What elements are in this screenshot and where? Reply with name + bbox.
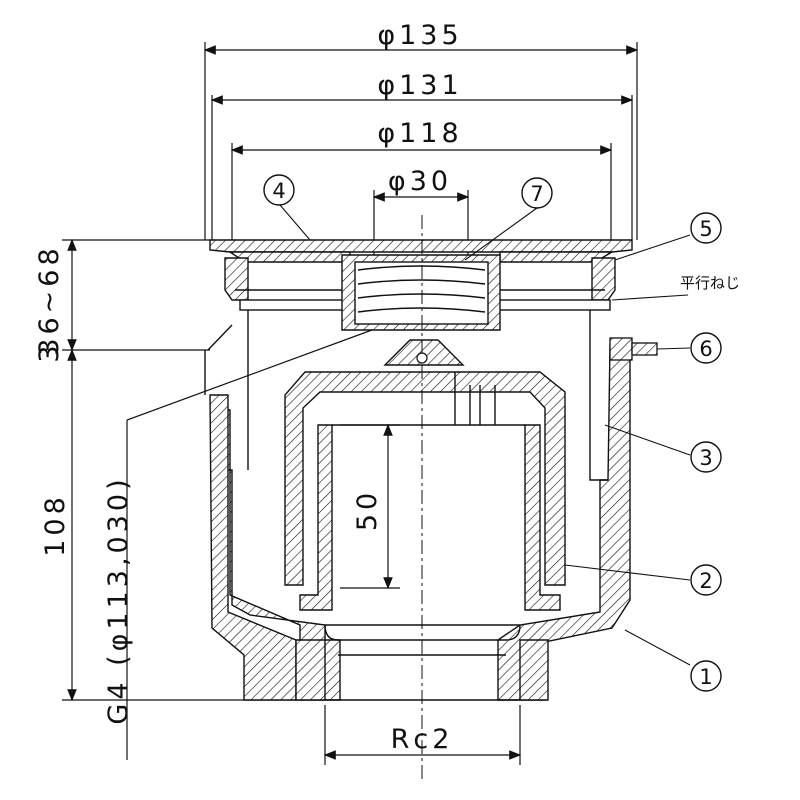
dim-108: 108 — [40, 493, 71, 557]
svg-text:1: 1 — [699, 665, 712, 689]
svg-text:2: 2 — [699, 569, 712, 593]
svg-text:4: 4 — [272, 179, 285, 203]
svg-text:5: 5 — [699, 217, 712, 241]
dim-50: 50 — [352, 489, 383, 531]
callout-5: 5 — [690, 212, 722, 244]
svg-text:3: 3 — [699, 446, 712, 470]
drain-body — [209, 339, 631, 701]
callout-3: 3 — [690, 441, 722, 473]
dim-3: 3 — [34, 341, 65, 362]
callout-7: 7 — [521, 177, 553, 209]
dim-g4-thread: G4 (φ113,030) — [103, 475, 134, 724]
center-pin — [416, 352, 428, 364]
dim-lines-internal — [323, 423, 522, 765]
drain-outlines — [204, 310, 608, 701]
callout-6: 6 — [690, 332, 722, 364]
dim-36-68: 36~68 — [34, 244, 65, 355]
parallel-thread-label: 平行ねじ — [680, 274, 740, 292]
svg-text:7: 7 — [530, 182, 543, 206]
dim-lines-top — [203, 42, 639, 255]
callout-2: 2 — [690, 564, 722, 596]
svg-text:6: 6 — [699, 337, 712, 361]
dim-phi135: φ135 — [377, 20, 462, 51]
bolt — [609, 337, 658, 361]
cover-assembly — [209, 239, 633, 331]
callout-1: 1 — [690, 660, 722, 692]
callout-4: 4 — [263, 174, 295, 206]
dim-phi30: φ30 — [388, 166, 452, 197]
dim-phi118: φ118 — [377, 118, 462, 149]
callout-leaders — [279, 204, 691, 666]
dim-phi131: φ131 — [377, 70, 462, 101]
dim-rc2: Rc2 — [391, 724, 454, 755]
